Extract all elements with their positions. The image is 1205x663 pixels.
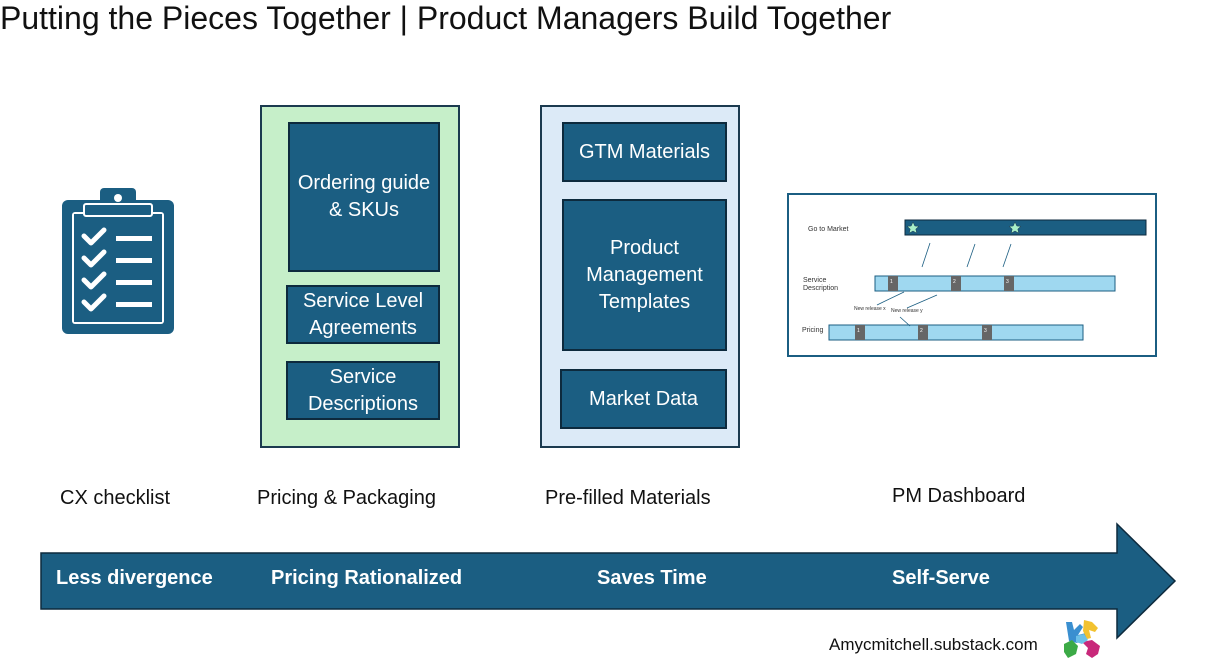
marker-label: 1 <box>857 328 860 334</box>
dashboard-row-label: Pricing <box>802 327 824 334</box>
pm-dashboard-thumbnail: Go to Market Service Description Pricing… <box>787 193 1157 357</box>
service-descriptions-box: Service Descriptions <box>286 361 440 420</box>
cx-checklist-caption: CX checklist <box>60 487 171 509</box>
arrow-label-less-divergence: Less divergence <box>56 567 213 589</box>
marker-label: 3 <box>1006 279 1009 285</box>
gtm-materials-box: GTM Materials <box>562 122 727 182</box>
marker-label: 1 <box>890 279 893 285</box>
pm-templates-box: Product Management Templates <box>562 199 727 351</box>
footer-url: Amycmitchell.substack.com <box>829 635 1038 654</box>
arrow-label-self-serve: Self-Serve <box>892 567 990 589</box>
marker-label: 2 <box>920 328 923 334</box>
milestone-star-icon <box>906 221 920 234</box>
dashboard-row-label: Service Description <box>803 277 839 293</box>
arrow-label-pricing-rationalized: Pricing Rationalized <box>271 567 463 589</box>
hands-logo-icon <box>1062 618 1102 660</box>
page-title: Putting the Pieces Together | Product Ma… <box>0 0 892 36</box>
marker-label: 2 <box>953 279 956 285</box>
dashboard-row-label: Go to Market <box>808 226 849 233</box>
milestone-star-icon <box>1008 221 1022 234</box>
pm-dashboard-caption: PM Dashboard <box>892 485 1026 507</box>
release-note: New release y <box>891 308 923 314</box>
clipboard-checklist-icon <box>62 188 174 334</box>
release-note: New release x <box>854 306 886 312</box>
pricing-packaging-caption: Pricing & Packaging <box>257 487 436 509</box>
ordering-guide-box: Ordering guide & SKUs <box>288 122 440 272</box>
market-data-box: Market Data <box>560 369 727 429</box>
sla-box: Service Level Agreements <box>286 285 440 344</box>
marker-label: 3 <box>984 328 987 334</box>
prefilled-materials-caption: Pre-filled Materials <box>545 487 711 509</box>
arrow-label-saves-time: Saves Time <box>597 567 707 589</box>
